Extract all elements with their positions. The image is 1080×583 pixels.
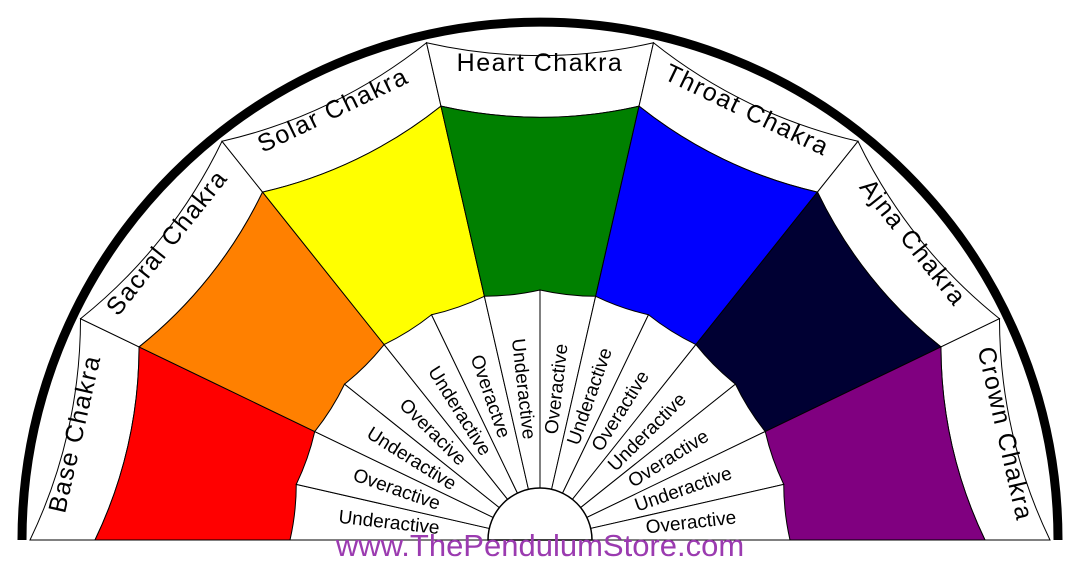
outer-rim xyxy=(17,17,1063,541)
website-url: www.ThePendulumStore.com xyxy=(335,528,744,563)
color-ring xyxy=(94,105,986,541)
outer-label-ring xyxy=(29,41,1051,541)
chakra-label-heart-chakra: Heart Chakra xyxy=(457,49,624,77)
inner-state-ring xyxy=(289,289,791,541)
center-hub xyxy=(487,487,593,541)
